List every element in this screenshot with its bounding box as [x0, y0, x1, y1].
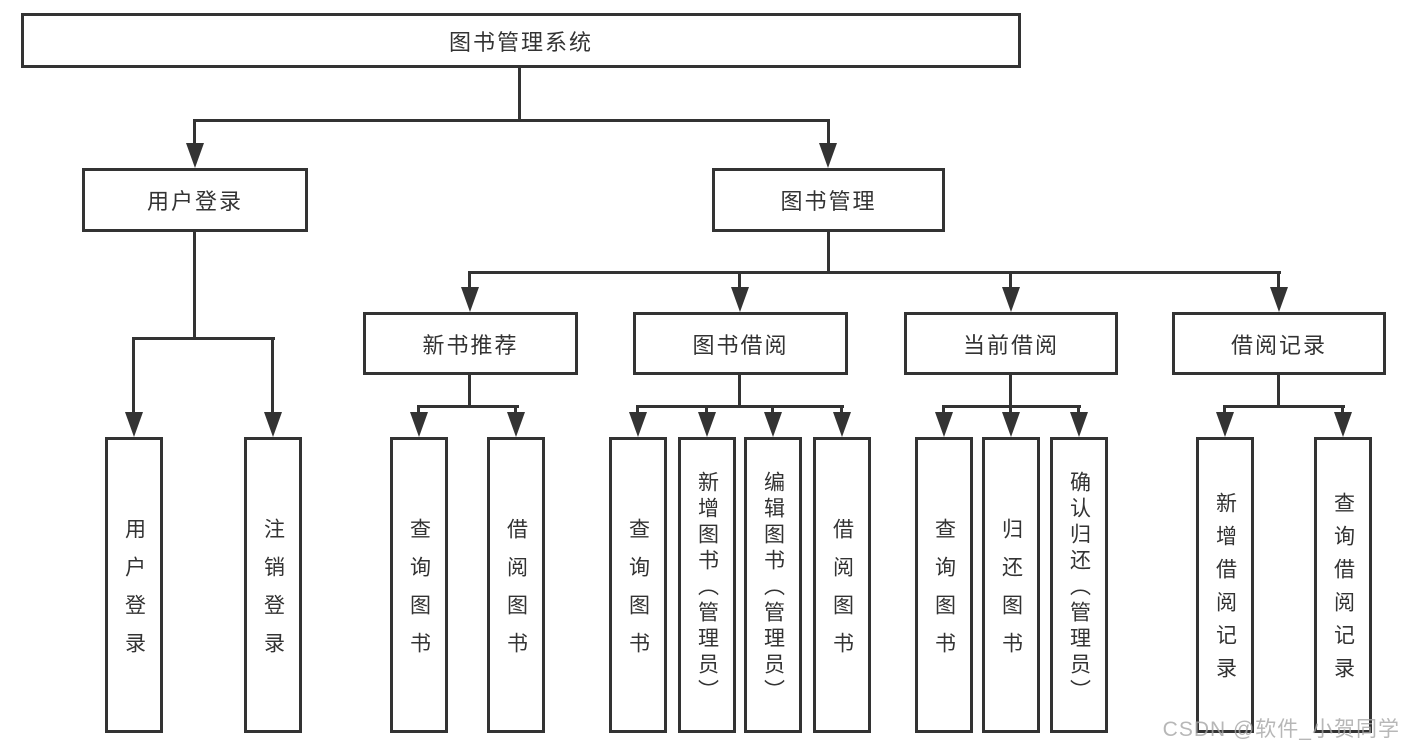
leaf-confirm-return-admin: 确认归还（管理员）	[1050, 437, 1108, 733]
connector-vline	[468, 375, 471, 408]
connector-hline	[1224, 405, 1345, 408]
connector-hline	[469, 271, 1281, 274]
connector-vline	[514, 405, 517, 415]
connector-vline	[518, 68, 521, 121]
leaf-add-borrow-record: 新增借阅记录	[1196, 437, 1254, 733]
arrowhead-down-icon	[1002, 287, 1020, 312]
leaf-label: 新增借阅记录	[1213, 492, 1237, 690]
connector-vline	[193, 119, 196, 147]
connector-vline	[1341, 405, 1344, 415]
connector-vline	[193, 232, 196, 340]
arrowhead-down-icon	[698, 412, 716, 437]
connector-vline	[132, 337, 135, 415]
node-new-book-recommend: 新书推荐	[363, 312, 578, 375]
connector-vline	[1223, 405, 1226, 415]
arrowhead-down-icon	[629, 412, 647, 437]
connector-vline	[1277, 375, 1280, 408]
connector-vline	[1009, 405, 1012, 415]
leaf-query-books-borrowing: 查询图书	[609, 437, 667, 733]
arrowhead-down-icon	[507, 412, 525, 437]
leaf-borrow-books-recommend: 借阅图书	[487, 437, 545, 733]
node-book-management: 图书管理	[712, 168, 945, 232]
leaf-label: 查询图书	[932, 517, 956, 670]
arrowhead-down-icon	[410, 412, 428, 437]
leaf-query-books-recommend: 查询图书	[390, 437, 448, 733]
leaf-label: 归还图书	[999, 517, 1023, 670]
arrowhead-down-icon	[186, 143, 204, 168]
node-current-borrowing: 当前借阅	[904, 312, 1118, 375]
connector-vline	[705, 405, 708, 415]
leaf-borrow-books: 借阅图书	[813, 437, 871, 733]
leaf-edit-book-admin: 编辑图书（管理员）	[744, 437, 802, 733]
arrowhead-down-icon	[125, 412, 143, 437]
arrowhead-down-icon	[833, 412, 851, 437]
connector-vline	[271, 337, 274, 415]
leaf-label: 注销登录	[261, 517, 285, 670]
arrowhead-down-icon	[1270, 287, 1288, 312]
leaf-query-borrow-record: 查询借阅记录	[1314, 437, 1372, 733]
connector-vline	[827, 232, 830, 274]
node-book-borrowing: 图书借阅	[633, 312, 848, 375]
connector-vline	[738, 271, 741, 291]
leaf-label: 查询图书	[407, 517, 431, 670]
leaf-return-book: 归还图书	[982, 437, 1040, 733]
connector-vline	[771, 405, 774, 415]
leaf-label: 新增图书（管理员）	[695, 470, 719, 705]
connector-vline	[840, 405, 843, 415]
connector-vline	[942, 405, 945, 415]
connector-vline	[738, 375, 741, 408]
arrowhead-down-icon	[461, 287, 479, 312]
connector-vline	[417, 405, 420, 415]
connector-hline	[133, 337, 275, 340]
leaf-label: 借阅图书	[830, 517, 854, 670]
arrowhead-down-icon	[731, 287, 749, 312]
connector-hline	[943, 405, 1081, 408]
watermark: CSDN @软件_小贺同学	[1162, 718, 1400, 741]
leaf-label: 查询图书	[626, 517, 650, 670]
leaf-label: 编辑图书（管理员）	[761, 470, 785, 705]
connector-hline	[418, 405, 519, 408]
node-library-management-system: 图书管理系统	[21, 13, 1021, 68]
arrowhead-down-icon	[1002, 412, 1020, 437]
node-user-login: 用户登录	[82, 168, 308, 232]
arrowhead-down-icon	[1216, 412, 1234, 437]
connector-vline	[1077, 405, 1080, 415]
connector-vline	[1277, 271, 1280, 291]
leaf-query-books-current: 查询图书	[915, 437, 973, 733]
leaf-label: 用户登录	[122, 517, 146, 670]
connector-hline	[194, 119, 830, 122]
connector-hline	[637, 405, 844, 408]
connector-vline	[827, 119, 830, 147]
arrowhead-down-icon	[264, 412, 282, 437]
arrowhead-down-icon	[819, 143, 837, 168]
leaf-logout: 注销登录	[244, 437, 302, 733]
arrowhead-down-icon	[1334, 412, 1352, 437]
leaf-user-login: 用户登录	[105, 437, 163, 733]
connector-vline	[1009, 271, 1012, 291]
node-borrowing-records: 借阅记录	[1172, 312, 1386, 375]
leaf-label: 借阅图书	[504, 517, 528, 670]
connector-vline	[468, 271, 471, 291]
leaf-label: 确认归还（管理员）	[1067, 470, 1091, 705]
arrowhead-down-icon	[764, 412, 782, 437]
arrowhead-down-icon	[1070, 412, 1088, 437]
connector-vline	[1009, 375, 1012, 408]
connector-vline	[636, 405, 639, 415]
leaf-label: 查询借阅记录	[1331, 492, 1355, 690]
leaf-add-book-admin: 新增图书（管理员）	[678, 437, 736, 733]
arrowhead-down-icon	[935, 412, 953, 437]
